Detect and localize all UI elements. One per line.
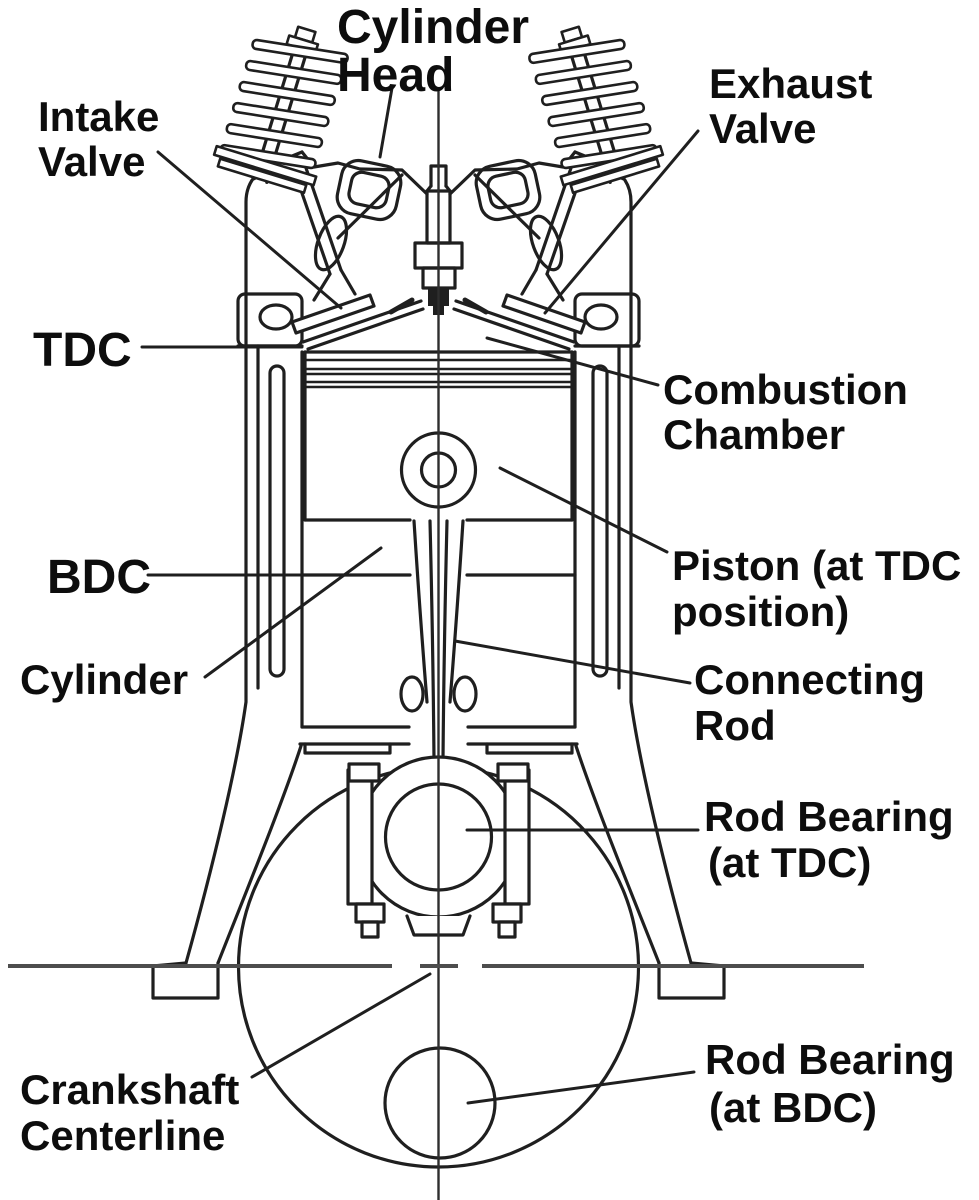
leader-piston <box>498 466 669 554</box>
crankcase-outer-wall <box>184 344 248 965</box>
label-rod-bearing-bdc-line1: Rod Bearing <box>705 1036 955 1083</box>
base-foot <box>151 961 220 1000</box>
chamber-roof-inner <box>306 307 425 351</box>
labels: Cylinder Head Intake Valve Exhaust Valve… <box>20 1 961 1159</box>
leader-exhaust-valve <box>543 129 700 315</box>
label-piston-line1: Piston (at TDC <box>672 542 961 589</box>
label-rod-bearing-tdc-line2: (at TDC) <box>708 839 871 886</box>
leader-cylinder-head <box>378 86 394 159</box>
cap-tab <box>347 762 381 783</box>
valve-neck <box>312 272 332 302</box>
label-tdc: TDC <box>33 324 132 377</box>
cap-bolt-nut <box>360 920 380 939</box>
spring-retainer <box>212 144 318 187</box>
leader-connecting-rod <box>453 639 692 685</box>
label-piston-line2: position) <box>672 588 849 635</box>
cap-bolt <box>354 902 386 924</box>
label-connecting-rod-line2: Rod <box>694 702 776 749</box>
valve-seat-mark <box>388 297 415 315</box>
crankcase-inner-wall <box>216 744 303 965</box>
leader-rod-bearing-bdc <box>466 1070 696 1105</box>
label-exhaust-valve-line1: Exhaust <box>709 60 872 107</box>
head-bolt-hole <box>258 303 294 331</box>
label-crankshaft-centerline-line2: Centerline <box>20 1112 225 1159</box>
rod-bearing-bdc-circle <box>383 1046 497 1160</box>
label-cylinder: Cylinder <box>20 656 188 703</box>
label-intake-valve-line2: Valve <box>38 138 145 185</box>
leader-crankshaft-centerline <box>250 972 432 1079</box>
label-combustion-chamber-line1: Combustion <box>663 366 908 413</box>
label-combustion-chamber-line2: Chamber <box>663 411 845 458</box>
label-connecting-rod-line1: Connecting <box>694 656 925 703</box>
spring-coils <box>219 38 349 170</box>
label-bdc: BDC <box>47 551 151 604</box>
leader-intake-valve <box>156 150 343 310</box>
rod-outer-edge <box>412 519 429 704</box>
label-rod-bearing-bdc-line2: (at BDC) <box>709 1084 877 1131</box>
spring-retainer <box>216 157 308 195</box>
valve-neck <box>339 268 357 296</box>
water-jacket-slot <box>268 364 286 678</box>
leader-combustion-chamber <box>485 336 660 387</box>
leader-cylinder <box>203 546 383 679</box>
label-exhaust-valve-line2: Valve <box>709 105 816 152</box>
rod-bolt-boss <box>399 675 425 713</box>
bearing-cap-clamp <box>346 762 386 939</box>
centerlines <box>8 88 864 1200</box>
label-rod-bearing-tdc-line1: Rod Bearing <box>704 793 954 840</box>
label-intake-valve-line1: Intake <box>38 93 159 140</box>
flange-stub <box>303 742 392 755</box>
valve-disc <box>290 293 376 335</box>
head-rib <box>336 173 404 240</box>
label-cylinder-head-line2: Head <box>337 49 454 102</box>
leader-lines <box>140 86 700 1105</box>
port <box>335 158 403 222</box>
label-cylinder-head-line1: Cylinder <box>337 1 529 54</box>
valve-spring <box>212 25 349 195</box>
rod-inner-edge <box>428 519 436 761</box>
label-crankshaft-centerline-line1: Crankshaft <box>20 1066 239 1113</box>
